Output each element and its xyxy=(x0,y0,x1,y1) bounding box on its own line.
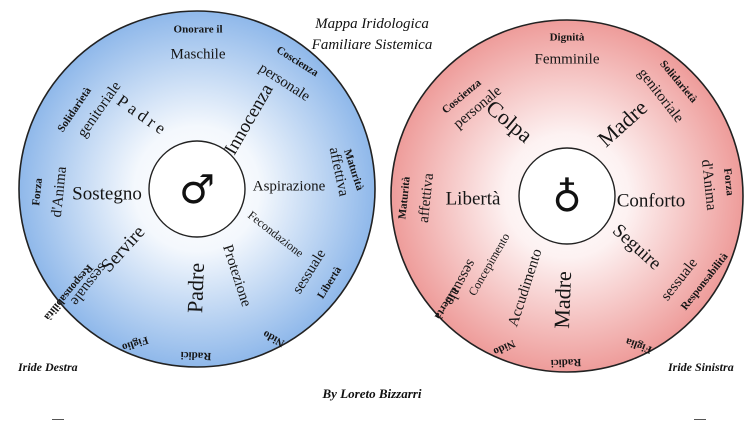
label-danima-l: d'Anima xyxy=(49,165,70,218)
title-line-1: Mappa Iridologica xyxy=(315,16,429,32)
left-pupil xyxy=(148,140,246,238)
label-conforto: Conforto xyxy=(617,190,686,211)
male-symbol-icon: ♂ xyxy=(179,167,215,213)
label-onorare-il: Onorare il xyxy=(174,24,223,36)
right-iris-caption: Iride Sinistra xyxy=(668,360,734,374)
left-iris-caption: Iride Destra xyxy=(18,360,78,374)
label-liberta-inner: Libertà xyxy=(446,188,501,209)
title-line-2: Familiare Sistemica xyxy=(311,37,433,53)
label-aspirazione: Aspirazione xyxy=(253,178,326,194)
corner-mark-left xyxy=(52,419,64,420)
label-padre-lower: Padre xyxy=(182,262,209,313)
label-madre-lower: Madre xyxy=(549,271,576,329)
label-danima-r: d'Anima xyxy=(698,159,719,212)
label-forza: Forza xyxy=(30,177,45,206)
earth-symbol-icon: ♁ xyxy=(552,175,581,221)
right-pupil xyxy=(518,147,616,245)
label-sostegno: Sostegno xyxy=(72,183,142,204)
label-radici-r: Radici xyxy=(551,356,582,369)
label-femminile: Femminile xyxy=(535,51,600,67)
label-maturita-r: Maturità xyxy=(396,176,412,220)
label-maschile: Maschile xyxy=(171,46,226,62)
author-credit: By Loreto Bizzarri xyxy=(322,386,422,401)
label-affettiva-r: affettiva xyxy=(416,172,437,223)
label-dignita: Dignità xyxy=(550,32,585,44)
diagram-title: Mappa Iridologica Familiare Sistemica xyxy=(262,14,482,56)
label-forza-r: Forza xyxy=(721,168,736,197)
corner-mark-right xyxy=(694,419,706,420)
label-radici: Radici xyxy=(181,349,212,362)
